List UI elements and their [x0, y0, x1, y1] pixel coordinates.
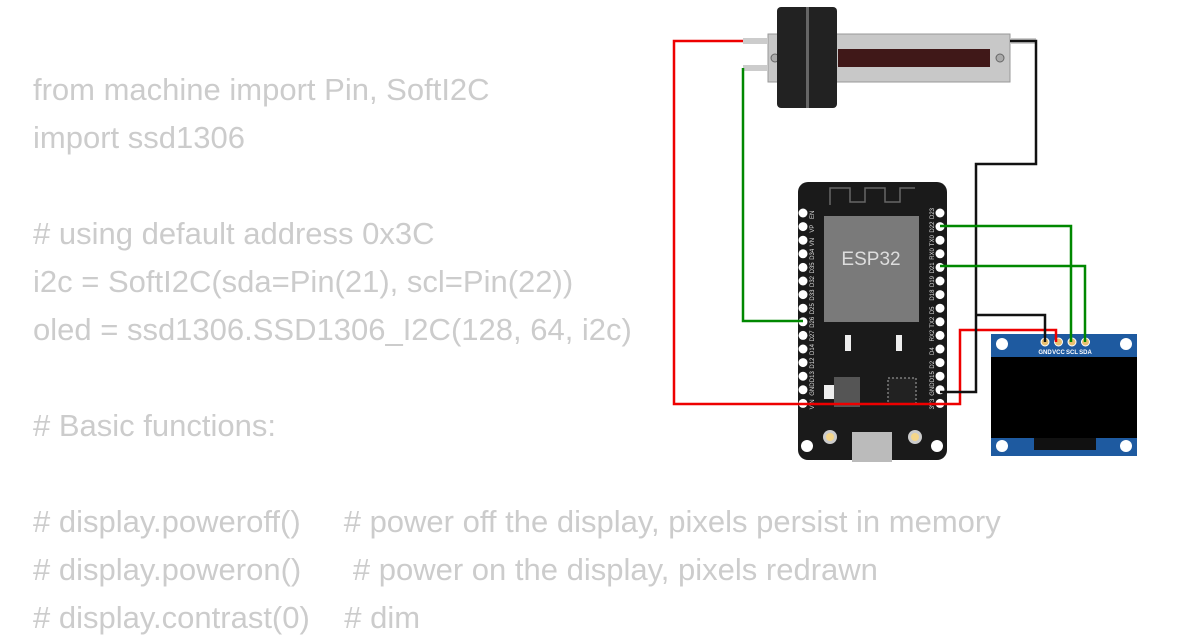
esp32-board[interactable]: ESP32 ENVPVND34D35D32D33D25D26D27D14D12D… [798, 182, 947, 462]
pin-label: D33 [810, 289, 816, 301]
pin-label: D14 [810, 343, 816, 355]
wire-vcc-red[interactable] [672, 39, 1058, 406]
pin-tx2[interactable] [935, 317, 945, 327]
pin-label: D34 [810, 248, 816, 260]
pin-label: VN [810, 238, 816, 246]
pin-d18[interactable] [935, 290, 945, 300]
pin-vn[interactable] [798, 235, 808, 245]
code-line: from machine import Pin, SoftI2C [33, 72, 490, 107]
pin-label: GND [810, 382, 816, 396]
pin-label: TX2 [930, 316, 936, 328]
pin-label: D21 [930, 262, 936, 274]
code-line: import ssd1306 [33, 120, 245, 155]
pin-d19[interactable] [935, 276, 945, 286]
pin-label: D2 [930, 360, 936, 368]
pin-label: EN [810, 211, 816, 219]
code-line: # display.poweron() # power on the displ… [33, 552, 878, 587]
pin-d15[interactable] [935, 371, 945, 381]
pin-label: RX2 [930, 329, 936, 341]
circuit-group: ESP32 ENVPVND34D35D32D33D25D26D27D14D12D… [672, 7, 1137, 462]
pin-label: GND [930, 382, 936, 396]
pin-d35[interactable] [798, 262, 808, 272]
pin-tx0[interactable] [935, 235, 945, 245]
pin-d25[interactable] [798, 303, 808, 313]
pin-label: D18 [930, 289, 936, 301]
pin-label: D4 [930, 347, 936, 355]
pin-d23[interactable] [935, 208, 945, 218]
pin-label: D32 [810, 275, 816, 287]
pin-d33[interactable] [798, 290, 808, 300]
pin-gnd[interactable] [798, 385, 808, 395]
pin-label: D25 [810, 303, 816, 315]
wire-scl-green[interactable] [940, 224, 1073, 342]
pin-label: D12 [810, 357, 816, 369]
pin-d4[interactable] [935, 344, 945, 354]
code-line: # display.poweroff() # power off the dis… [33, 504, 1001, 539]
oled-pin-label: VCC [1052, 350, 1065, 356]
pin-d2[interactable] [935, 358, 945, 368]
wire-pot-sig-green[interactable] [741, 68, 803, 323]
oled-pin-label: SCL [1066, 350, 1078, 356]
pin-d32[interactable] [798, 276, 808, 286]
code-line: # using default address 0x3C [33, 216, 435, 251]
pin-d27[interactable] [798, 330, 808, 340]
pin-label: RX0 [930, 247, 936, 259]
pin-rx0[interactable] [935, 249, 945, 259]
chip-label: ESP32 [841, 249, 900, 270]
pin-label: D35 [810, 262, 816, 274]
pin-label: D22 [930, 221, 936, 233]
pin-d34[interactable] [798, 249, 808, 259]
pin-label: VP [810, 225, 816, 233]
code-line: i2c = SoftI2C(sda=Pin(21), scl=Pin(22)) [33, 264, 574, 299]
pin-label: D27 [810, 330, 816, 342]
pin-en[interactable] [798, 208, 808, 218]
slide-potentiometer[interactable] [743, 7, 1036, 108]
pin-label: D5 [930, 306, 936, 314]
pin-d14[interactable] [798, 344, 808, 354]
pin-rx2[interactable] [935, 330, 945, 340]
pin-d12[interactable] [798, 358, 808, 368]
pin-label: D19 [930, 275, 936, 287]
wire-oled-gnd-black[interactable] [976, 313, 1047, 342]
wire-gnd-black[interactable] [940, 39, 1038, 394]
oled-pin-label: GND [1038, 350, 1052, 356]
pin-d21[interactable] [935, 262, 945, 272]
code-editor-background: from machine import Pin, SoftI2C import s… [33, 66, 1001, 642]
pin-label: TX0 [930, 235, 936, 247]
pin-label: D26 [810, 316, 816, 328]
pin-d13[interactable] [798, 371, 808, 381]
pin-d5[interactable] [935, 303, 945, 313]
oled-pin-label: SDA [1079, 350, 1092, 356]
code-line: # display.contrast(0) # dim [33, 600, 421, 635]
code-line: # Basic functions: [33, 408, 276, 443]
pin-vp[interactable] [798, 222, 808, 232]
pin-label: D13 [810, 371, 816, 383]
pin-label: D23 [930, 207, 936, 219]
wire-sda-green[interactable] [940, 264, 1087, 342]
pin-label: D15 [930, 371, 936, 383]
code-line: oled = ssd1306.SSD1306_I2C(128, 64, i2c) [33, 312, 632, 347]
